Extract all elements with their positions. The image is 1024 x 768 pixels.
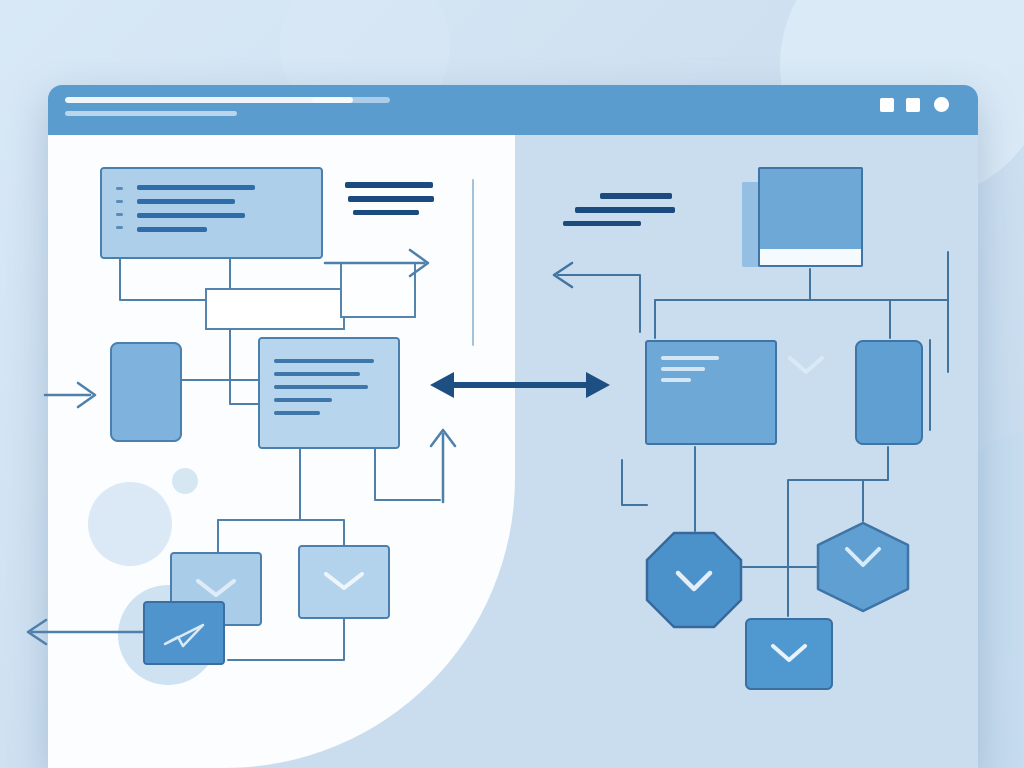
arrow-exit-left-head-icon: [26, 618, 48, 646]
text-line: [137, 213, 245, 218]
text-line: [274, 359, 374, 363]
titlebar-placeholder-line: [65, 111, 237, 116]
browser-titlebar: [48, 85, 978, 135]
text-line: [274, 385, 368, 389]
window-control-square-icon: [880, 98, 894, 112]
text-line: [116, 200, 123, 203]
window-control-circle-icon: [934, 97, 949, 112]
main-panel-card: [100, 167, 323, 259]
heading-lines-left: [345, 182, 434, 215]
chevron-down-icon: [196, 579, 236, 597]
chevron-down-icon: [788, 356, 824, 374]
text-line: [137, 227, 207, 232]
chevron-down-icon: [771, 644, 807, 662]
chevron-down-icon: [675, 570, 713, 592]
small-card: [110, 342, 182, 442]
text-line: [116, 187, 123, 190]
text-placeholder-lines: [260, 339, 398, 415]
text-line: [575, 207, 675, 213]
text-line: [137, 185, 255, 190]
titlebar-placeholder-line: [65, 97, 353, 103]
text-line: [345, 182, 433, 188]
text-line: [661, 378, 691, 382]
text-line: [348, 196, 434, 202]
titlebar-placeholder-line: [312, 97, 390, 103]
hexagon-node: [816, 521, 910, 613]
text-line: [661, 367, 705, 371]
text-line: [274, 411, 320, 415]
chevron-square: [745, 618, 833, 690]
text-line: [353, 210, 419, 215]
window-control-square-icon: [906, 98, 920, 112]
chevron-down-icon: [324, 572, 364, 590]
panel-circle: [172, 468, 198, 494]
panel-circle: [88, 482, 172, 566]
chevron-box-b: [298, 545, 390, 619]
outline-box-2: [340, 262, 416, 318]
bullet-dots: [102, 169, 123, 257]
detail-box: [258, 337, 400, 449]
text-line: [563, 221, 641, 226]
outline-box-1: [205, 288, 345, 330]
text-line: [274, 398, 332, 402]
heading-lines-right: [563, 193, 675, 226]
send-icon: [163, 623, 205, 648]
text-line: [116, 213, 123, 216]
image-card: [758, 167, 863, 267]
text-placeholder-lines: [647, 342, 775, 382]
text-line: [274, 372, 360, 376]
caption-strip: [760, 249, 861, 265]
octagon-node: [645, 531, 743, 629]
send-box: [143, 601, 225, 665]
text-line: [600, 193, 672, 199]
text-line: [116, 226, 123, 229]
tall-card: [855, 340, 923, 445]
text-line: [137, 199, 235, 204]
text-line: [661, 356, 719, 360]
mid-box: [645, 340, 777, 445]
text-placeholder-lines: [123, 169, 255, 257]
